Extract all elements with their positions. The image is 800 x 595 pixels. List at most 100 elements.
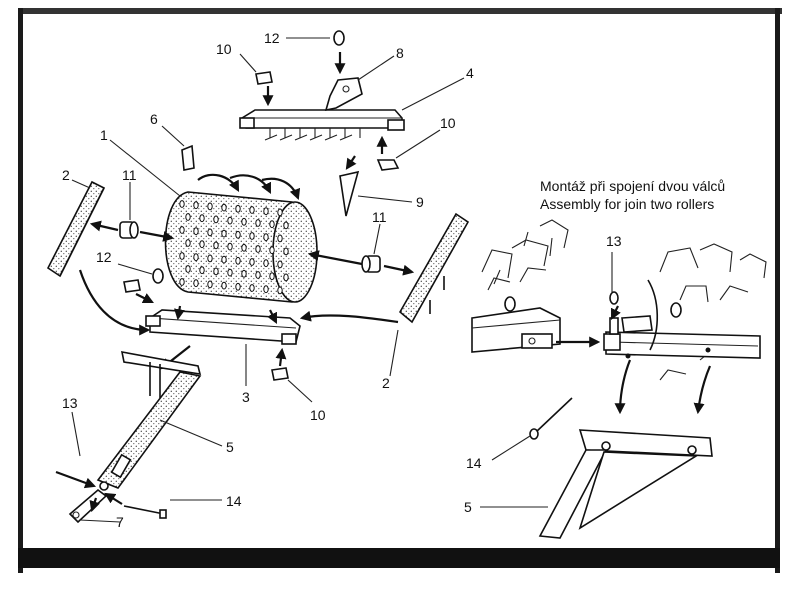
roller-hole	[179, 226, 185, 234]
part-11-bearing-right	[361, 255, 381, 273]
label-11-right: 11	[372, 209, 387, 225]
roller-hole	[193, 253, 199, 262]
part-8-bracket	[324, 52, 363, 112]
roller-hole	[207, 280, 213, 289]
roller-hole	[185, 213, 191, 221]
part-12-ring-mid	[152, 268, 164, 284]
part-4-top-bar	[239, 109, 405, 141]
page-frame	[18, 8, 782, 573]
label-5-detail: 5	[464, 499, 472, 515]
part-14-bolt-main	[104, 492, 167, 519]
roller-hole	[179, 278, 185, 286]
arrow-bearing-right-out	[383, 264, 415, 276]
roller-hole	[283, 221, 289, 230]
arrow-bearing-left	[139, 230, 175, 242]
label-6: 6	[150, 111, 158, 127]
part-12-ring-top	[333, 30, 345, 46]
leader-lines-detail	[480, 252, 613, 508]
roller-hole	[277, 286, 283, 295]
roller-hole	[255, 245, 261, 253]
label-10-top: 10	[216, 41, 232, 57]
label-2-left: 2	[62, 167, 70, 183]
detail-joint	[556, 291, 712, 415]
label-1: 1	[100, 127, 108, 143]
roller-hole	[269, 220, 275, 229]
roller-hole	[235, 230, 241, 239]
callout-labels-main: 12 10 8 4 10 9 6 1 2 11 11 12 3 10 2 5 1…	[62, 30, 474, 530]
part-6-scraper	[181, 144, 195, 171]
part-10-mid-clip	[123, 279, 154, 303]
roller-hole	[277, 234, 283, 243]
label-3: 3	[242, 389, 250, 405]
arrow-bearing-left-out	[89, 220, 119, 232]
roller-hole	[241, 269, 247, 278]
roller-hole	[283, 273, 289, 282]
detail-drawbar-5	[538, 429, 713, 539]
arrow-arm-left	[78, 269, 151, 336]
detail-caption: Montáž při spojení dvou válců Assembly f…	[540, 178, 725, 212]
caption-english: Assembly for join two rollers	[540, 196, 714, 212]
arrow-bearing-right	[307, 250, 363, 266]
leader-lines-main	[71, 37, 465, 523]
roller-hole	[241, 217, 247, 226]
label-12-top: 12	[264, 30, 280, 46]
roller-hole	[227, 216, 233, 225]
roller-hole	[179, 200, 185, 208]
roller-hole	[249, 284, 255, 292]
roller-hole	[193, 279, 199, 288]
roller-hole	[185, 265, 191, 273]
roller-hole	[185, 239, 191, 247]
roller-hole	[193, 201, 199, 210]
part-10-bottom-clip	[271, 347, 289, 381]
roller-hole	[227, 242, 233, 251]
roller-hole	[199, 214, 205, 223]
part-3-frame	[145, 305, 301, 345]
part-11-bearing-left	[119, 221, 139, 239]
roller-hole	[263, 233, 269, 242]
roller-hole	[235, 256, 241, 265]
label-8: 8	[396, 45, 404, 61]
roller-hole	[213, 241, 219, 250]
part-1-roller	[164, 173, 318, 303]
roller-hole	[249, 258, 255, 266]
part-10-top-clip	[255, 71, 274, 107]
roller-hole	[249, 206, 255, 214]
label-12-mid: 12	[96, 249, 112, 265]
roller-hole	[213, 267, 219, 276]
label-4: 4	[466, 65, 474, 81]
detail-bolt-14	[529, 397, 573, 440]
roller-hole	[249, 232, 255, 240]
roller-hole	[207, 254, 213, 263]
roller-hole	[263, 259, 269, 268]
label-10-right: 10	[440, 115, 456, 131]
roller-hole	[235, 204, 241, 213]
part-2-right-arm	[398, 212, 470, 324]
roller-hole	[255, 219, 261, 227]
label-9: 9	[416, 194, 424, 210]
roller-hole	[277, 208, 283, 217]
part-9-tine	[339, 155, 360, 217]
part-5-drawbar	[96, 350, 202, 491]
roller-hole	[283, 247, 289, 256]
roller-hole	[221, 281, 227, 290]
arrow-pin-13	[55, 470, 97, 489]
label-10-bottom: 10	[310, 407, 326, 423]
part-7-hitch	[68, 488, 108, 524]
part-10-right-clip	[376, 135, 400, 171]
roller-hole	[227, 268, 233, 277]
roller-hole	[241, 243, 247, 252]
roller-hole	[199, 266, 205, 275]
roller-hole	[277, 260, 283, 269]
roller-hole	[207, 228, 213, 237]
roller-hole	[207, 202, 213, 211]
roller-hole	[221, 203, 227, 212]
callout-labels-detail: 13 14 5	[464, 233, 622, 515]
label-2-right: 2	[382, 375, 390, 391]
label-5-main: 5	[226, 439, 234, 455]
label-13-detail: 13	[606, 233, 622, 249]
roller-hole	[199, 240, 205, 249]
label-14-detail: 14	[466, 455, 482, 471]
roller-hole	[193, 227, 199, 236]
label-14-main: 14	[226, 493, 242, 509]
